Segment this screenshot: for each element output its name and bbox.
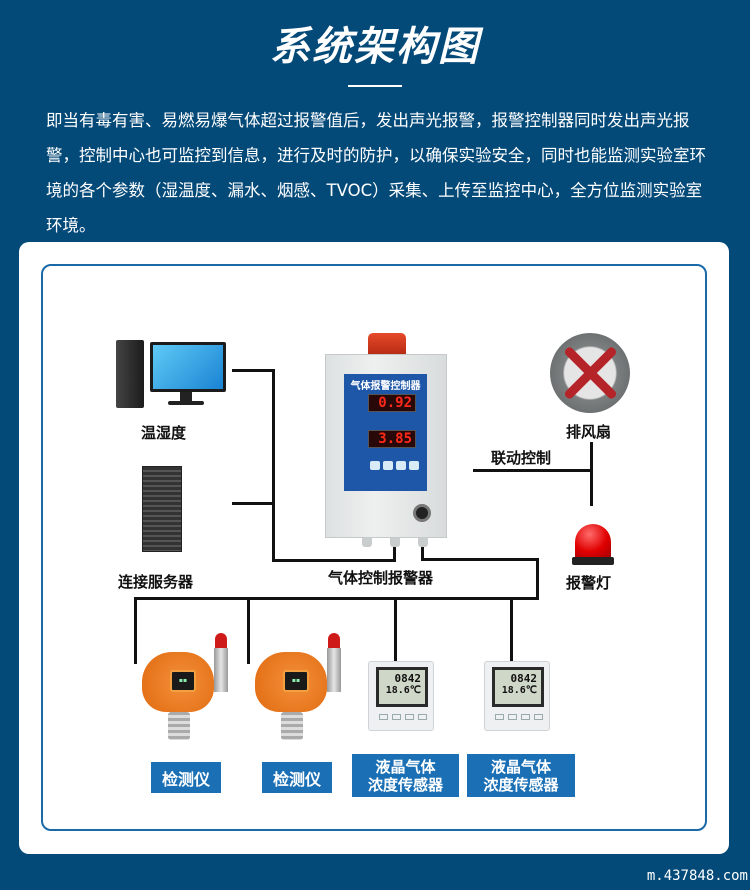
- controller-label: 气体控制报警器: [328, 569, 434, 587]
- lcd-sensor-label: 液晶气体 浓度传感器: [352, 754, 459, 797]
- exhaust-fan-icon: [550, 333, 630, 413]
- connector-line: [134, 597, 539, 600]
- server-icon: [142, 466, 182, 552]
- connector-line: [590, 442, 593, 506]
- computer-label: 温湿度: [141, 424, 187, 442]
- controller-display-2: 3.85: [368, 430, 416, 448]
- connector-line: [272, 369, 275, 562]
- lcd-gas-sensor-icon: 0842 18.6℃: [484, 661, 550, 731]
- connector-line: [536, 558, 539, 600]
- connector-line: [473, 469, 593, 472]
- detector-label: 检测仪: [151, 762, 221, 793]
- connector-line: [393, 546, 396, 561]
- intro-paragraph: 即当有毒有害、易燃易爆气体超过报警值后，发出声光报警，报警控制器同时发出声光报警…: [46, 111, 706, 235]
- connector-line: [421, 558, 539, 561]
- lcd-gas-sensor-icon: 0842 18.6℃: [368, 661, 434, 731]
- connector-line: [247, 597, 250, 664]
- connector-line: [272, 559, 396, 562]
- connector-line: [134, 597, 137, 664]
- fan-label: 排风扇: [566, 423, 612, 441]
- lcd-sensor-label: 液晶气体 浓度传感器: [467, 754, 575, 797]
- connector-line: [232, 502, 274, 505]
- connector-line: [421, 546, 424, 560]
- controller-panel-title: 气体报警控制器: [350, 381, 421, 392]
- connector-line: [394, 597, 397, 661]
- server-label: 连接服务器: [118, 573, 194, 591]
- page-title: 系统架构图: [270, 24, 480, 70]
- title-underline: [348, 85, 402, 87]
- linkage-control-label: 联动控制: [491, 449, 552, 467]
- connector-line: [510, 597, 513, 661]
- connector-line: [232, 369, 275, 372]
- watermark: m.437848.com: [646, 868, 748, 884]
- detector-label: 检测仪: [262, 762, 332, 793]
- alarm-lamp-label: 报警灯: [566, 574, 612, 592]
- controller-display-1: 0.92: [368, 394, 416, 412]
